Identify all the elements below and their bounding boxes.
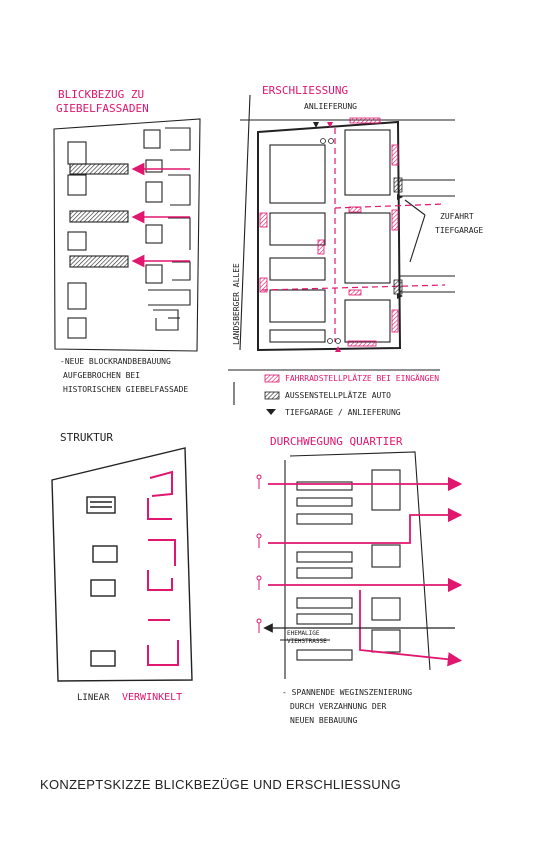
legend-item-car: AUSSENSTELLPLÄTZE AUTO <box>285 391 391 400</box>
sight-arrows <box>131 162 190 268</box>
legend-item-bike: FAHRRADSTELLPLÄTZE BEI EINGÄNGEN <box>285 374 440 383</box>
sketch-struktur <box>51 447 193 682</box>
pedestrian-icons <box>256 474 262 633</box>
path-arrows <box>268 476 463 667</box>
garage-label-line1: ZUFAHRT <box>440 212 474 221</box>
street-label: LANDSBERGER ALLEE <box>232 263 241 345</box>
sketch4-note-line2: DURCH VERZAHNUNG DER <box>290 702 387 711</box>
sketch3-title: STRUKTUR <box>60 431 113 444</box>
label-angled: VERWINKELT <box>122 692 183 703</box>
sketch2-top-label: ANLIEFERUNG <box>304 102 357 111</box>
label-linear: LINEAR <box>77 693 110 703</box>
angled-blocks <box>147 470 179 666</box>
sketch4-note-line3: NEUEN BEBAUUNG <box>290 716 358 725</box>
sketch1-note-line2: AUFGEBROCHEN BEI <box>63 371 141 380</box>
garage-label-line2: TIEFGARAGE <box>435 226 484 235</box>
sketch4-title: DURCHWEGUNG QUARTIER <box>270 435 403 448</box>
garage-triangles <box>313 122 403 352</box>
old-street-label-line1: EHEMALIGE <box>287 630 320 637</box>
legend-symbols <box>264 374 280 415</box>
page-caption: KONZEPTSKIZZE BLICKBEZÜGE UND ERSCHLIESS… <box>40 777 402 792</box>
car-parking-marks <box>393 177 403 295</box>
bike-parking-marks <box>259 117 399 347</box>
sketch1-note-line3: HISTORISCHEN GIEBELFASSADE <box>63 385 189 394</box>
dashed-paths <box>261 128 446 342</box>
sketch-erschliessung <box>228 94 455 405</box>
legend-item-garage: TIEFGARAGE / ANLIEFERUNG <box>285 408 401 417</box>
sketch4-note-line1: - SPANNENDE WEGINSZENIERUNG <box>282 688 413 697</box>
sketch-blickbezug <box>53 118 201 352</box>
sketch1-title-line1: BLICKBEZUG ZU <box>58 88 145 101</box>
sketch1-title-line2: GIEBELFASSADEN <box>56 102 149 115</box>
bicycle-icon <box>320 138 341 344</box>
sketch-durchwegung <box>280 451 431 679</box>
sketch2-title: ERSCHLIESSUNG <box>262 84 349 97</box>
old-street-label-line2: VIEHSTRASSE <box>287 638 327 645</box>
sketch1-note-line1: -NEUE BLOCKRANDBEBAUUNG <box>60 357 171 366</box>
